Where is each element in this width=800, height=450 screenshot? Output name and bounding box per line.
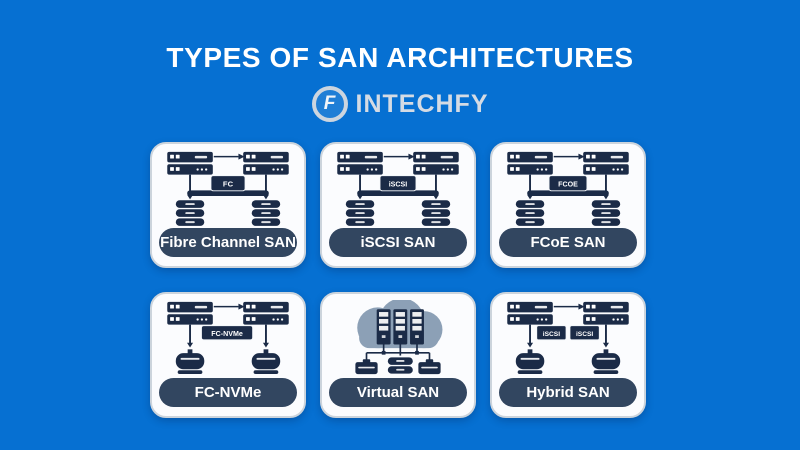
fabric-badge-label: FC (223, 180, 234, 189)
fc-nvme-diagram: FC-NVMe (167, 301, 289, 375)
storage-case-icon (355, 359, 378, 375)
fabric-badge (210, 175, 246, 192)
fcoe-diagram: FCOE (507, 151, 629, 226)
fabric-badge (548, 175, 588, 192)
server-tower-icon (393, 309, 408, 345)
fabric-bar (357, 190, 439, 197)
card-virtual-san: Virtual SAN (320, 292, 476, 418)
server-icon (167, 151, 213, 175)
fabric-bar (527, 190, 609, 197)
arrow-head-icon (527, 342, 534, 348)
iscsi-diagram: iSCSI (337, 151, 459, 226)
server-icon (507, 301, 553, 325)
disk-array-icon (515, 200, 545, 226)
card-grid: FC Fibre Channel SAN iSCSI (150, 142, 650, 418)
fabric-badge-label: FCOE (558, 181, 578, 189)
server-icon (583, 151, 629, 175)
disk-array-icon (251, 200, 281, 226)
card-label-pill: Virtual SAN (329, 377, 467, 407)
card-fibre-channel-san: FC Fibre Channel SAN (150, 142, 306, 268)
arrow-head-icon (602, 194, 609, 200)
card-label-pill: FCoE SAN (499, 227, 637, 257)
arrow-head-icon (578, 153, 585, 160)
arrow-head-icon (187, 342, 194, 348)
server-tower-icon (376, 309, 391, 345)
arrow-head-icon (602, 342, 609, 348)
card-label-pill: FC-NVMe (159, 377, 297, 407)
brand-name: INTECHFY (355, 89, 489, 118)
server-icon (243, 301, 289, 325)
fabric-badge (569, 325, 600, 341)
card-fc-nvme: FC-NVMe FC-NVMe (150, 292, 306, 418)
brand-logo: F INTECHFY (0, 86, 800, 122)
fabric-badge (536, 325, 567, 341)
server-icon (413, 151, 459, 175)
arrow-head-icon (432, 194, 439, 200)
disk-stack-icon (387, 357, 413, 374)
server-icon (243, 151, 289, 175)
page-title: TYPES OF SAN ARCHITECTURES (166, 42, 634, 73)
disk-array-icon (175, 200, 205, 226)
arrow-head-icon (187, 194, 194, 200)
fibre-channel-diagram: FC (167, 151, 289, 226)
hybrid-san-diagram: iSCSI iSCSI (507, 301, 629, 375)
arrow-head-icon (578, 303, 585, 310)
card-label-pill: Fibre Channel SAN (159, 227, 297, 257)
fabric-badge-label: iSCSI (389, 181, 408, 189)
card-hybrid-san: iSCSI iSCSI Hybrid SAN (490, 292, 646, 418)
pot-storage-icon (591, 349, 621, 375)
arrow-head-icon (238, 153, 245, 160)
server-icon (337, 151, 383, 175)
server-tower-icon (410, 309, 424, 345)
arrow-head-icon (238, 303, 245, 310)
junction-node (415, 350, 419, 355)
intechfy-f-logo-icon: F (311, 86, 348, 122)
disk-array-icon (591, 200, 621, 226)
arrow-head-icon (357, 194, 364, 200)
card-fcoe-san: FCOE FCoE SAN (490, 142, 646, 268)
pot-storage-icon (515, 349, 545, 375)
fabric-badge (379, 175, 417, 192)
arrow-head-icon (262, 194, 269, 200)
arrow-head-icon (262, 342, 269, 348)
virtual-san-diagram (355, 300, 443, 375)
arrow-head-icon (408, 153, 415, 160)
server-icon (583, 301, 629, 325)
fabric-bar (187, 190, 269, 197)
server-icon (167, 301, 213, 325)
fabric-badge-label: FC-NVMe (211, 330, 243, 338)
arrow-head-icon (527, 194, 534, 200)
pot-storage-icon (175, 349, 205, 375)
storage-case-icon (418, 359, 441, 375)
server-icon (507, 151, 553, 175)
junction-node (381, 350, 386, 355)
fabric-badge-label: iSCSI (543, 331, 560, 338)
card-label-pill: iSCSI SAN (329, 227, 467, 257)
disk-array-icon (421, 200, 451, 226)
disk-array-icon (345, 200, 375, 226)
fabric-badge (200, 325, 254, 341)
card-label-pill: Hybrid SAN (499, 377, 637, 407)
fabric-badge-label: iSCSI (576, 331, 593, 338)
card-iscsi-san: iSCSI iSCSI SAN (320, 142, 476, 268)
pot-storage-icon (251, 349, 281, 375)
